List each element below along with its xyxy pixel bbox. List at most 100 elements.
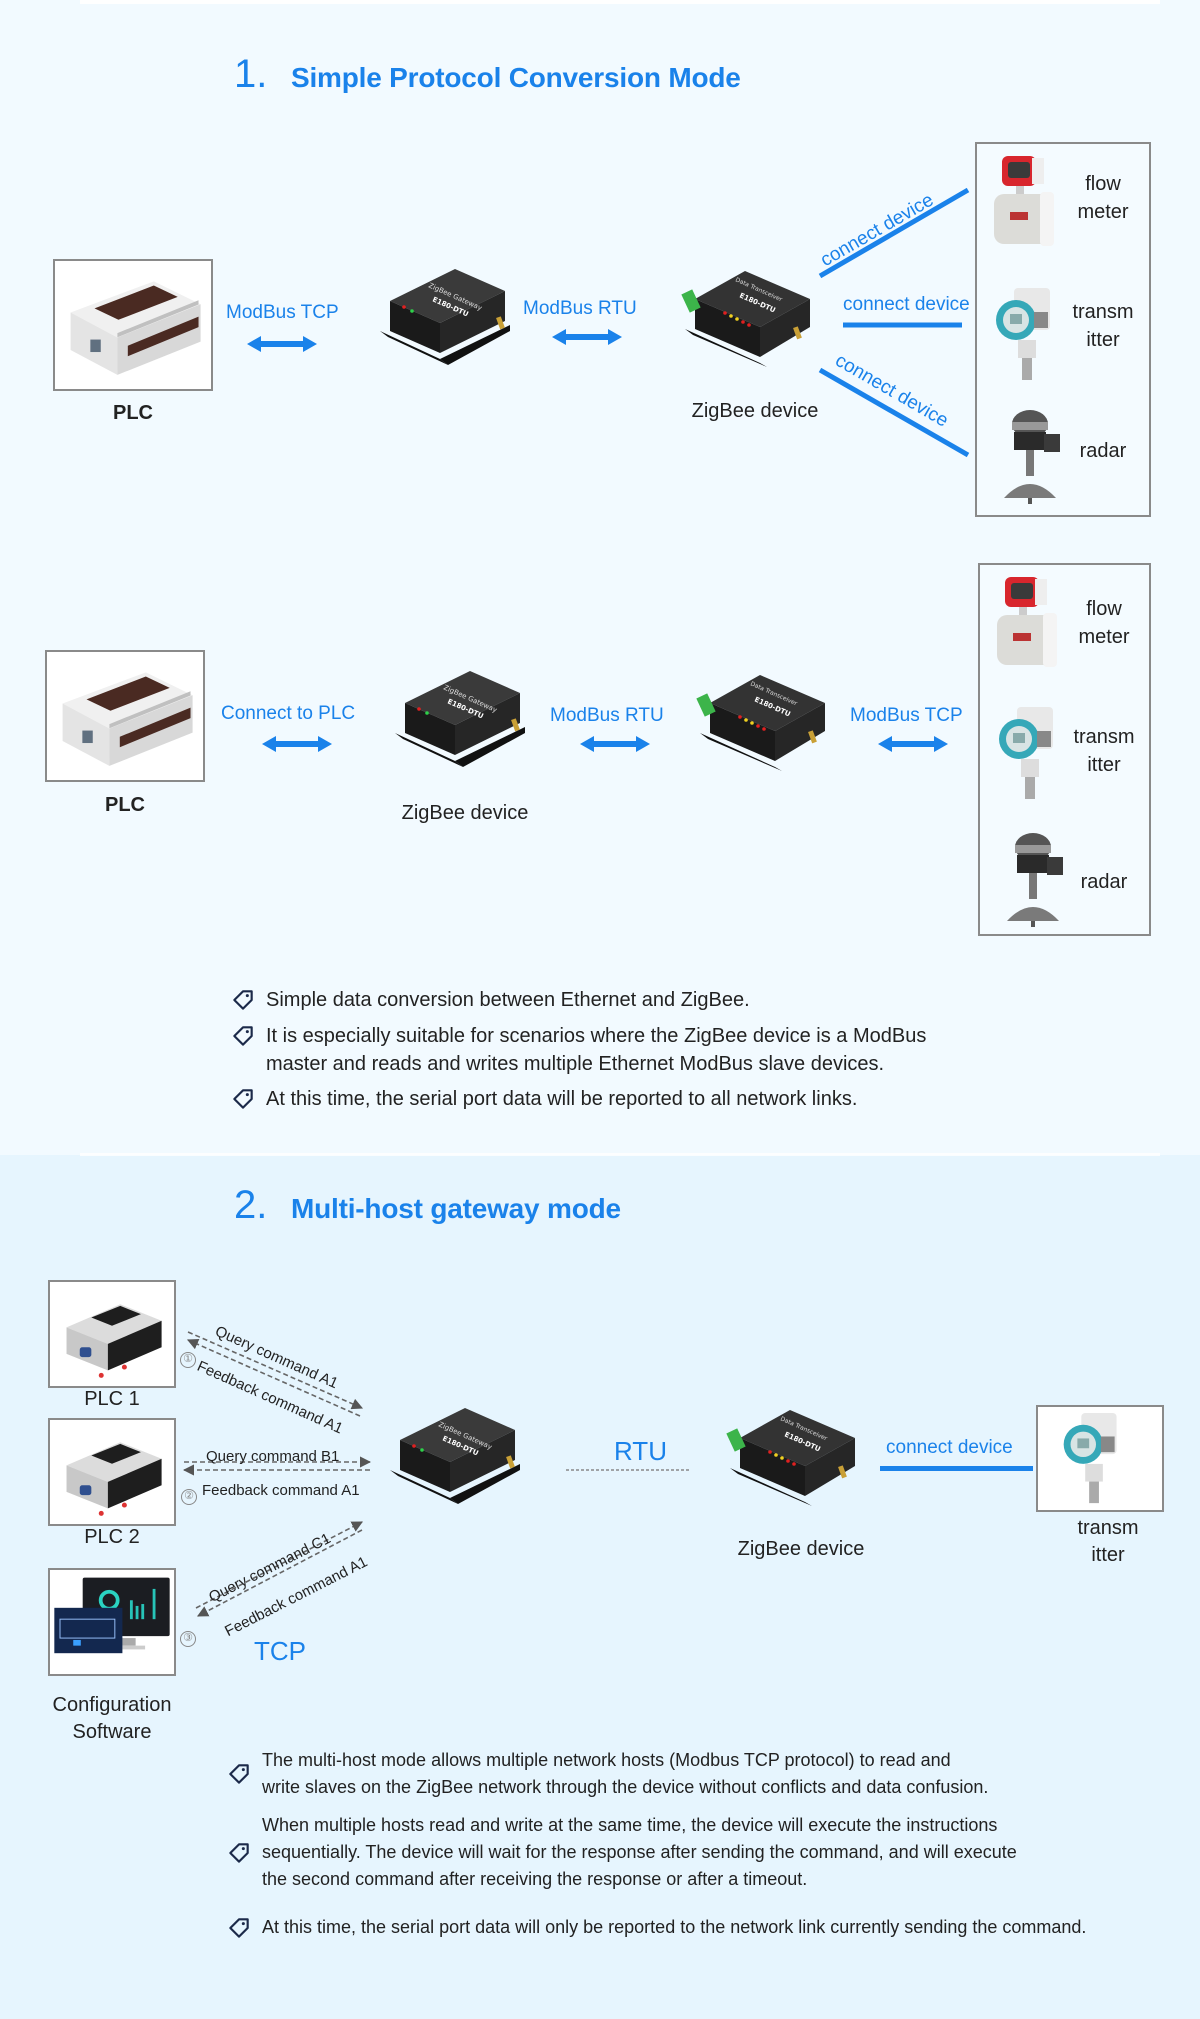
plc-label: PLC [105, 794, 145, 816]
bullet-text: At this time, the serial port data will … [266, 1088, 858, 1110]
sensor-label-line2: itter [1091, 1544, 1125, 1566]
tag-icon [226, 1761, 252, 1787]
link-label-modbus-tcp: ModBus TCP [850, 705, 963, 726]
tag-icon [230, 1086, 256, 1112]
feedback-arrow-a1 [186, 1338, 361, 1417]
sensor-label-line1: transm [1072, 301, 1134, 323]
zigbee-transceiver-device-icon [720, 1395, 860, 1515]
bidirectional-arrow-icon [878, 736, 948, 752]
sensor-label-line2: itter [1086, 329, 1120, 351]
connect-line [880, 1466, 1033, 1471]
sensor-label-line1: flow [1086, 598, 1122, 620]
bullet-item: At this time, the serial port data will … [226, 1914, 1086, 1941]
sensor-label-transmitter: transm itter [1066, 723, 1142, 779]
link-label-modbus-rtu: ModBus RTU [523, 298, 637, 319]
section1-number: 1. [234, 52, 268, 96]
sensor-label-transmitter: transm itter [1065, 298, 1141, 354]
zigbee-device-label: ZigBee device [737, 1538, 865, 1560]
tag-icon [226, 1915, 252, 1941]
bullet-text: Simple data conversion between Ethernet … [266, 989, 750, 1011]
sensor-label-transmitter: transm itter [1060, 1515, 1156, 1569]
plc-image-box [53, 259, 213, 391]
zigbee-device-label: ZigBee device [401, 802, 529, 824]
step-marker-2: ② [181, 1489, 197, 1505]
command-arrows [182, 1331, 372, 1617]
connect-device-label-2: connect device [843, 294, 970, 315]
plc1-image-box [48, 1280, 176, 1388]
zigbee-gateway-device-icon [380, 1395, 520, 1515]
bullet-item: When multiple hosts read and write at th… [226, 1812, 1017, 1893]
query-label-b1: Query command B1 [206, 1448, 340, 1465]
connect-lines [818, 187, 970, 458]
sensor-label-radar: radar [1079, 440, 1127, 462]
plc2-label: PLC 2 [84, 1526, 140, 1548]
connect-device-label: connect device [886, 1437, 1013, 1458]
bullet-item: The multi-host mode allows multiple netw… [226, 1747, 988, 1801]
software-image-box [48, 1568, 176, 1676]
rtu-dashed-line [566, 1469, 690, 1471]
bullet-text: It is especially suitable for scenarios … [266, 1025, 927, 1047]
radar-icon [1002, 829, 1074, 929]
section1-title: Simple Protocol Conversion Mode [291, 62, 741, 93]
sensor-label-radar: radar [1080, 871, 1128, 893]
sensor-group-box: flow meter transm itter radar [978, 563, 1151, 936]
step-marker-1: ① [180, 1352, 196, 1368]
section-divider [80, 1153, 1160, 1156]
transmitter-icon [1060, 1411, 1132, 1509]
bullet-item: Simple data conversion between Ethernet … [230, 986, 750, 1014]
feedback-arrow-a1 [197, 1529, 363, 1617]
transmitter-icon [996, 705, 1068, 805]
top-divider [80, 0, 1160, 4]
feedback-label-a1: Feedback command A1 [202, 1482, 360, 1499]
zigbee-gateway-device-icon [385, 658, 525, 778]
plc-image-box [45, 650, 205, 782]
tcp-label: TCP [254, 1636, 306, 1666]
sensor-label-line1: transm [1077, 1517, 1139, 1539]
step-marker-3: ③ [180, 1631, 196, 1647]
zigbee-transceiver-device-icon [690, 660, 830, 780]
connect-line-1 [818, 187, 970, 279]
plc-label: PLC [113, 402, 153, 424]
rtu-label: RTU [614, 1436, 667, 1466]
sensor-label-flow-meter: flow meter [1065, 170, 1141, 226]
plc-icon [55, 261, 211, 389]
sensor-label-line1: flow [1085, 173, 1121, 195]
flow-meter-icon [987, 152, 1059, 252]
section-multi-host-gateway [0, 1155, 1200, 2019]
query-arrow-c1 [195, 1521, 363, 1609]
zigbee-transceiver-device-icon [675, 256, 815, 376]
software-label: Configuration Software [28, 1692, 196, 1746]
bullet-text: When multiple hosts read and write at th… [262, 1815, 998, 1835]
sensor-label-line2: itter [1087, 754, 1121, 776]
bullet-text: At this time, the serial port data will … [262, 1917, 1087, 1937]
section2-title: Multi-host gateway mode [291, 1193, 621, 1224]
transmitter-icon [993, 286, 1065, 386]
plc-icon [47, 652, 203, 780]
plc2-image-box [48, 1418, 176, 1526]
bullet-text: The multi-host mode allows multiple netw… [262, 1750, 951, 1770]
bullet-item: At this time, the serial port data will … [230, 1085, 857, 1113]
link-label-connect-to-plc: Connect to PLC [221, 703, 356, 724]
flow-meter-icon [990, 573, 1062, 673]
bullet-text: the second command after receiving the r… [262, 1869, 808, 1889]
tag-icon [230, 1023, 256, 1049]
tag-icon [230, 987, 256, 1013]
software-label-line2: Software [72, 1721, 152, 1743]
plc-icon [50, 1420, 174, 1524]
configuration-software-icon [50, 1570, 174, 1674]
link-label-modbus-tcp: ModBus TCP [226, 302, 339, 323]
bidirectional-arrow-icon [580, 736, 650, 752]
bullet-text: master and reads and writes multiple Eth… [266, 1053, 885, 1075]
sensor-group-box: flow meter transm itter radar [975, 142, 1151, 517]
bidirectional-arrow-icon [247, 336, 317, 352]
bidirectional-arrow-icon [552, 329, 622, 345]
zigbee-device-label: ZigBee device [691, 400, 819, 422]
bidirectional-arrow-icon [262, 736, 332, 752]
sensor-label-line2: meter [1078, 626, 1130, 648]
radar-icon [999, 406, 1071, 506]
sensor-label-line1: transm [1073, 726, 1135, 748]
plc1-label: PLC 1 [84, 1388, 140, 1410]
plc-icon [50, 1282, 174, 1386]
link-label-modbus-rtu: ModBus RTU [550, 705, 664, 726]
transmitter-image-box [1036, 1405, 1164, 1512]
